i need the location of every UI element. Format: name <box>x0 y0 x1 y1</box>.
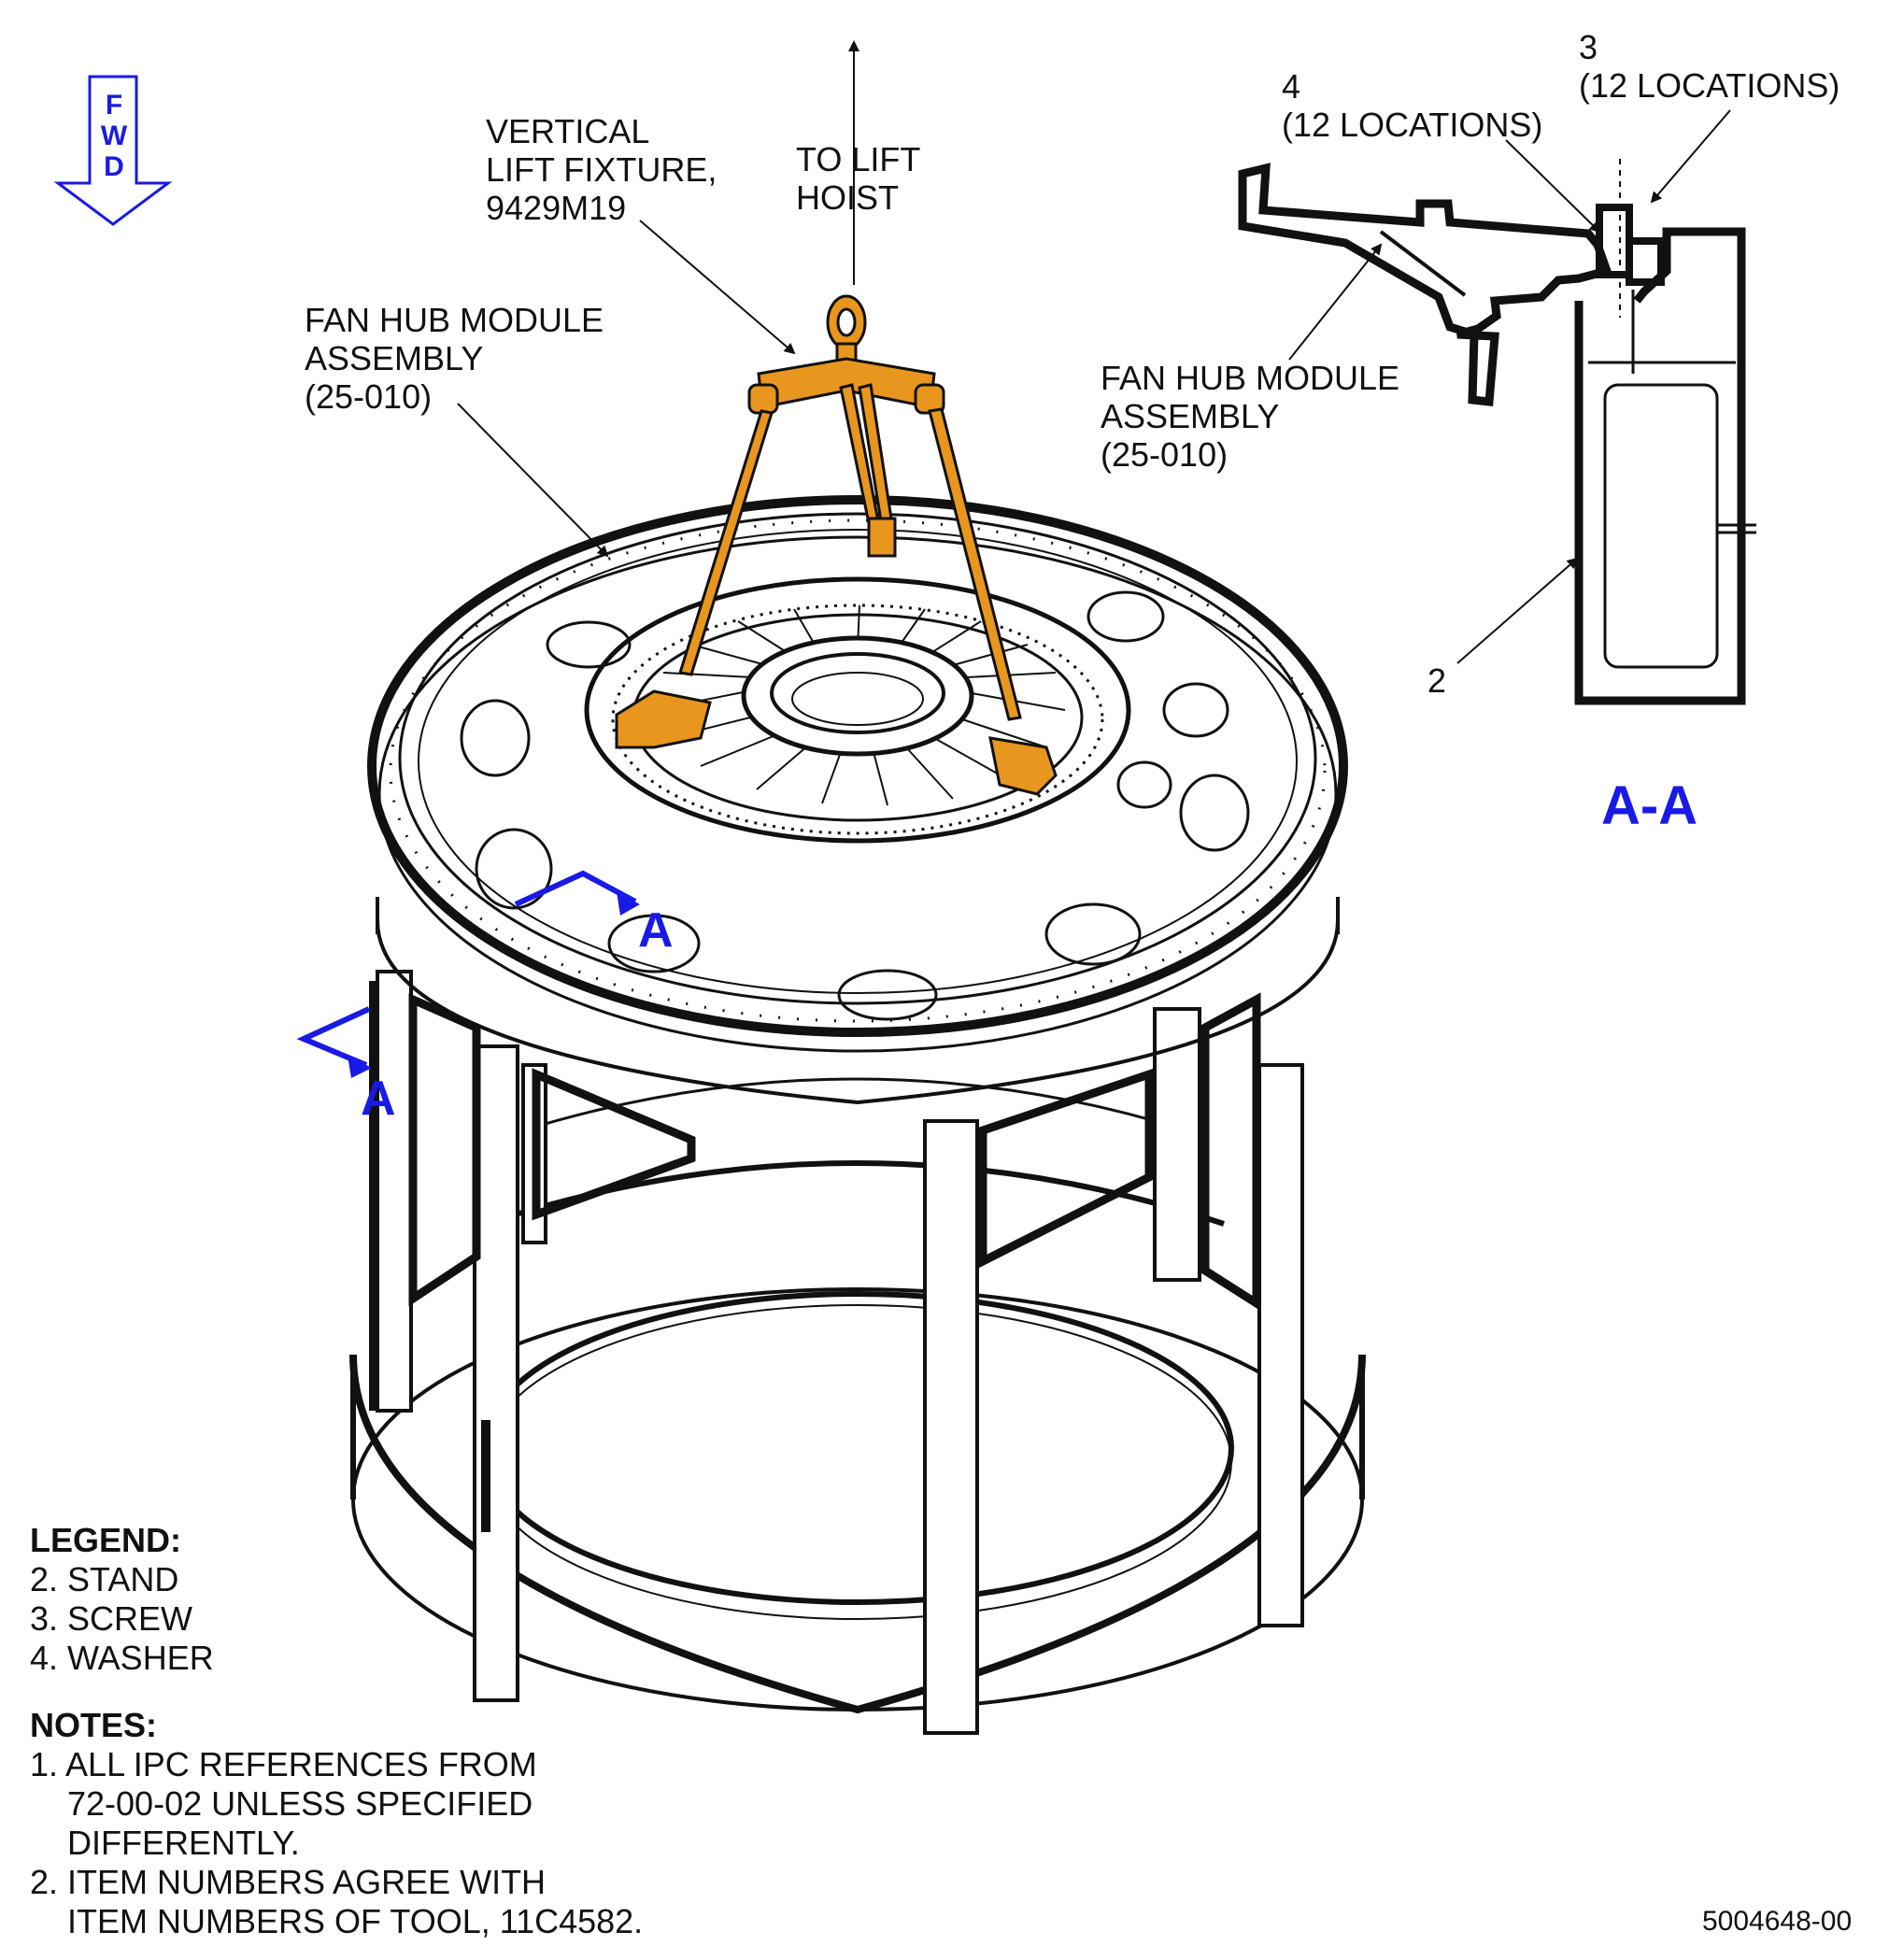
section-arrow-icon <box>348 1056 372 1078</box>
section-arrow-icon <box>617 892 640 916</box>
section-marker-a-upper: A <box>638 903 674 958</box>
stand-leg-left <box>473 1044 519 1702</box>
note-item: 2. ITEM NUMBERS AGREE WITH <box>30 1863 547 1901</box>
leader-lines <box>457 40 1731 664</box>
notes-heading: NOTES: <box>30 1706 158 1744</box>
stand-leg-left-back <box>376 970 413 1413</box>
section-marker-a-lower: A <box>361 1072 396 1126</box>
fwd-label: F W D <box>100 90 128 182</box>
callout-fan-hub-section: FAN HUB MODULE ASSEMBLY (25-010) <box>1101 359 1400 474</box>
legend: LEGEND: 2. STAND 3. SCREW 4. WASHER <box>30 1521 214 1678</box>
section-a-a-detail <box>1238 159 1756 705</box>
note-item-cont: 72-00-02 UNLESS SPECIFIED <box>67 1784 533 1823</box>
legend-item: 2. STAND <box>30 1560 179 1598</box>
callout-vertical-lift-fixture: VERTICAL LIFT FIXTURE, 9429M19 <box>486 112 717 227</box>
callout-item-2: 2 <box>1427 661 1447 700</box>
legend-heading: LEGEND: <box>30 1521 181 1559</box>
note-item: 1. ALL IPC REFERENCES FROM <box>30 1745 537 1783</box>
callout-item-4: 4 (12 LOCATIONS) <box>1282 67 1543 144</box>
note-item-cont: DIFFERENTLY. <box>67 1824 300 1862</box>
note-item-cont: ITEM NUMBERS OF TOOL, 11C4582. <box>67 1902 644 1940</box>
legend-item: 3. SCREW <box>30 1599 193 1638</box>
stand-leg-right <box>1257 1063 1304 1627</box>
fwd-arrow-icon <box>53 75 173 226</box>
vertical-lift-fixture <box>615 294 1058 796</box>
callout-to-lift-hoist: TO LIFT HOIST <box>796 140 921 217</box>
stand <box>349 897 1366 1735</box>
fan-hub-module <box>367 495 1348 1053</box>
figure-id: 5004648-00 <box>1702 1906 1853 1937</box>
legend-item: 4. WASHER <box>30 1639 214 1677</box>
stand-leg-center <box>923 1119 979 1735</box>
stand-leg-right-back <box>1153 1007 1201 1282</box>
callout-fan-hub-main: FAN HUB MODULE ASSEMBLY (25-010) <box>305 301 604 416</box>
callout-item-3: 3 (12 LOCATIONS) <box>1579 28 1840 105</box>
section-title: A-A <box>1601 775 1698 836</box>
notes: NOTES: 1. ALL IPC REFERENCES FROM 72-00-… <box>30 1706 643 1941</box>
section-marker-lines <box>296 870 637 1068</box>
